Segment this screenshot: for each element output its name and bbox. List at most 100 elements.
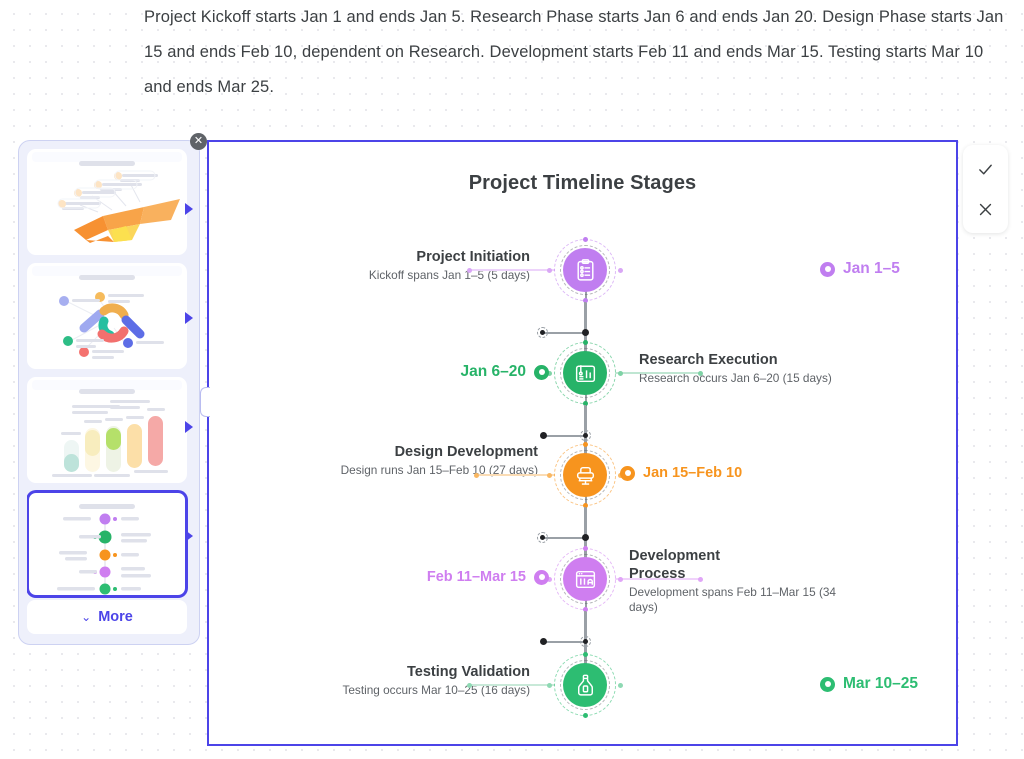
stage-5-text: Testing Validation Testing occurs Mar 10… (250, 663, 530, 698)
action-panel[interactable] (963, 145, 1008, 233)
stage-3-text: Design Development Design runs Jan 15–Fe… (238, 443, 538, 478)
connector-4-5-vertical (584, 611, 586, 683)
chart-canvas-panel[interactable]: Project Timeline Stages Project Initiati… (200, 140, 958, 746)
thumbnail-arrow-2[interactable] (185, 312, 193, 324)
thumbnail-arrow-1[interactable] (185, 203, 193, 215)
stage-4-lead-line (615, 578, 701, 580)
stage-1-lead-line (469, 269, 555, 271)
connector-4-5-branch (543, 641, 585, 643)
stage-1-name: Project Initiation (416, 249, 530, 265)
check-icon (979, 164, 992, 174)
thumb-header-strip (32, 152, 182, 162)
funnel-thumbnail-graphic (57, 170, 180, 243)
stage-1-tick-bottom (582, 298, 588, 303)
chevron-down-icon: ⌄ (81, 610, 92, 624)
connector-3-4-endpoint (537, 532, 548, 543)
thumbnail-arrow-4[interactable] (185, 530, 193, 542)
bars-thumbnail-graphic (52, 400, 168, 477)
prompt-text: Project Kickoff starts Jan 1 and ends Ja… (144, 8, 1004, 96)
thumb-title-placeholder (79, 504, 135, 509)
connector-1-2-junction (581, 329, 589, 336)
stage-1-inner-ring (560, 245, 610, 295)
template-thumbnail-process-loop[interactable] (27, 263, 187, 369)
stage-5-inner-ring (560, 660, 610, 710)
stage-5-date-label: Mar 10–25 (843, 675, 918, 692)
research-document-icon (563, 351, 607, 395)
more-button-label: More (98, 609, 133, 625)
stage-3-tick-top (582, 442, 588, 447)
connector-4-5-junction (540, 638, 547, 645)
stage-1-flank-right (618, 267, 623, 273)
stage-3-lead-dot (474, 472, 479, 478)
stage-3-inner-ring (560, 450, 610, 500)
stage-5-flank-right (618, 682, 623, 688)
stage-4-date-label: Feb 11–Mar 15 (426, 569, 526, 585)
stage-3-badge-icon (620, 465, 635, 481)
thumb-header-strip (32, 380, 182, 390)
stage-1-description: Kickoff spans Jan 1–5 (5 days) (368, 268, 530, 282)
connector-1-2-branch (543, 332, 585, 334)
stage-4-name: Development Process (629, 548, 721, 582)
connector-3-4-branch (543, 537, 585, 539)
stage-3-date-label: Jan 15–Feb 10 (643, 465, 743, 481)
stage-5-date-badge: Mar 10–25 (820, 675, 918, 693)
stage-2-tick-top (582, 340, 588, 345)
connector-1-2-vertical (584, 302, 586, 372)
stage-1-flank-left (547, 267, 552, 273)
stage-5-lead-dot (467, 682, 472, 688)
thumb-header-strip (32, 266, 182, 276)
stage-3-description: Design runs Jan 15–Feb 10 (27 days) (340, 463, 538, 477)
more-templates-button[interactable]: ⌄ More (27, 600, 187, 634)
stage-4-date-badge: Feb 11–Mar 15 (399, 569, 549, 585)
template-sidebar[interactable]: ⌄ More (18, 140, 200, 645)
accept-button[interactable] (971, 154, 1001, 184)
stage-5-description: Testing occurs Mar 10–25 (16 days) (342, 683, 530, 697)
armchair-design-icon (563, 453, 607, 497)
stage-5-flank-left (547, 682, 552, 688)
thumb-title-placeholder (79, 275, 135, 280)
template-thumbnail-bar-chart[interactable] (27, 377, 187, 483)
stage-2-name: Research Execution (639, 352, 778, 368)
stage-2-description: Research occurs Jan 6–20 (15 days) (639, 371, 832, 385)
stage-5-name: Testing Validation (407, 664, 530, 680)
connector-2-3-endpoint (579, 430, 591, 441)
stage-2-lead-dot (698, 370, 703, 376)
stage-4-description: Development spans Feb 11–Mar 15 (34 days… (629, 585, 836, 614)
stage-1-date-label: Jan 1–5 (843, 260, 900, 277)
stage-3-lead-line (477, 474, 555, 476)
stage-3-name: Design Development (394, 444, 538, 460)
stage-5-lead-line (469, 684, 555, 686)
stage-2-text: Research Execution Research occurs Jan 6… (639, 351, 919, 386)
stage-2-flank-right (618, 370, 623, 376)
connector-2-3-branch (543, 435, 585, 437)
stage-3-flank-left (547, 472, 552, 478)
stage-2-date-badge: Jan 6–20 (429, 363, 549, 381)
stage-5-tick-top (582, 652, 588, 657)
close-icon[interactable]: ✕ (190, 133, 207, 150)
connector-3-4-junction (581, 534, 589, 541)
vertical-timeline: Project Initiation Kickoff spans Jan 1–5… (209, 142, 956, 744)
timeline-thumbnail-graphic (57, 513, 151, 595)
template-thumbnail-list[interactable] (27, 149, 193, 638)
loop-thumbnail-graphic (59, 292, 164, 359)
clipboard-checklist-icon (563, 248, 607, 292)
stage-5-badge-icon (820, 676, 835, 692)
flask-bottle-icon (563, 663, 607, 707)
page-title: Project Timeline Stages (468, 172, 697, 194)
stage-4-tick-bottom (582, 607, 588, 612)
reject-button[interactable] (971, 194, 1001, 224)
connector-4-5-endpoint (579, 636, 591, 647)
template-thumbnail-funnel[interactable] (27, 149, 187, 255)
thumbnail-arrow-3[interactable] (185, 421, 193, 433)
stage-5-tick-bottom (582, 713, 588, 718)
stage-2-flank-left (547, 370, 552, 376)
panel-collapse-handle[interactable] (200, 387, 210, 417)
template-thumbnail-vertical-timeline[interactable] (27, 491, 187, 597)
stage-2-date-label: Jan 6–20 (460, 363, 527, 380)
stage-1-text: Project Initiation Kickoff spans Jan 1–5… (270, 248, 530, 283)
stage-3-date-badge: Jan 15–Feb 10 (620, 465, 742, 481)
stage-4-flank-right (618, 576, 623, 582)
connector-1-2-endpoint (537, 327, 548, 338)
stage-2-inner-ring (560, 348, 610, 398)
stage-2-lead-line (615, 372, 701, 374)
